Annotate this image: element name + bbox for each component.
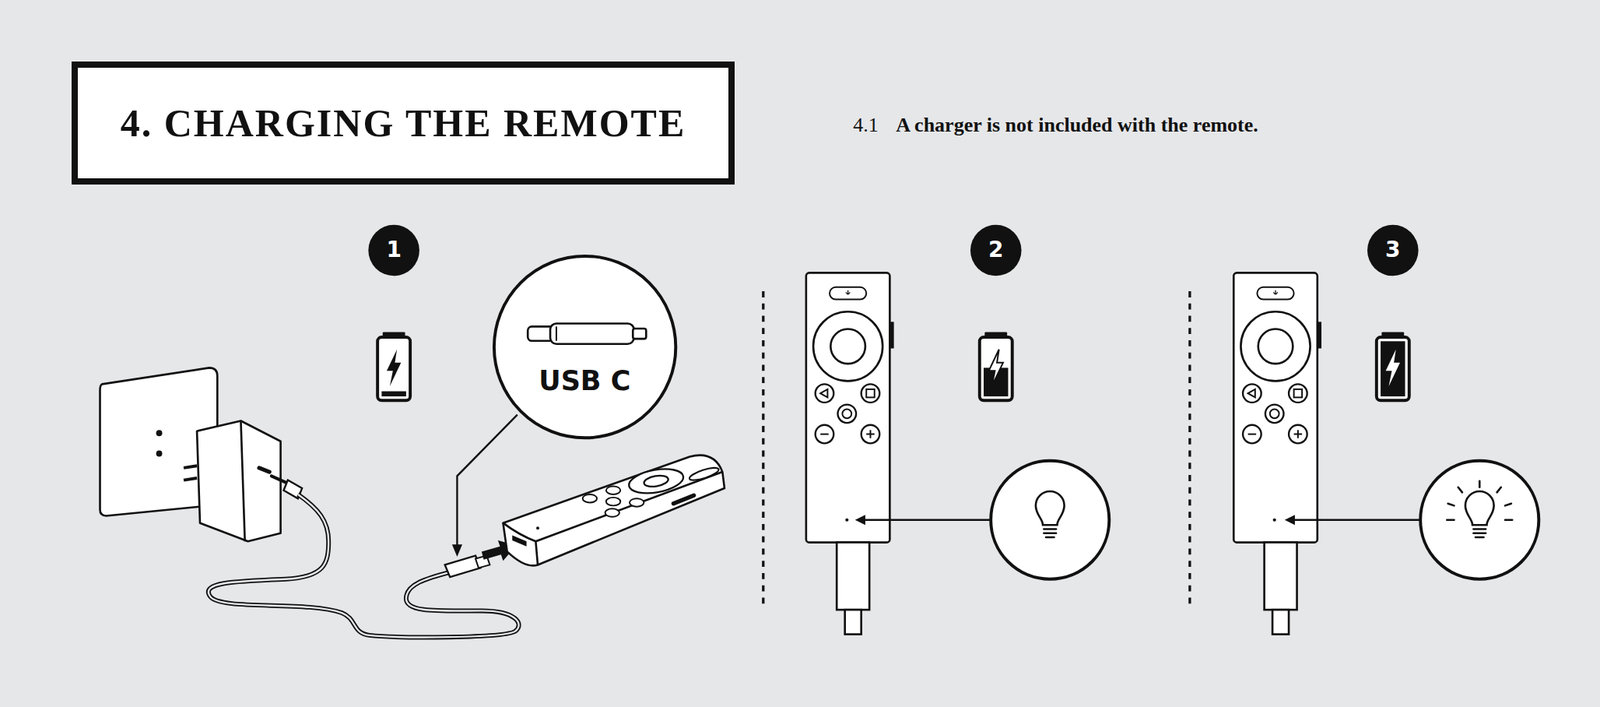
callout-number: 3 (1385, 238, 1400, 261)
section-number: 4.1 (852, 115, 879, 136)
note-text: A charger is not included with the remot… (895, 115, 1259, 136)
callout-number: 1 (385, 238, 401, 261)
title-box: 4. CHARGING THE REMOTE (71, 61, 735, 185)
magnifier-circle: USB C (491, 252, 679, 441)
callout-number: 2 (988, 238, 1004, 261)
connector-label: USB C (538, 367, 631, 395)
title: 4. CHARGING THE REMOTE (120, 100, 687, 146)
circle-outline (491, 252, 679, 441)
